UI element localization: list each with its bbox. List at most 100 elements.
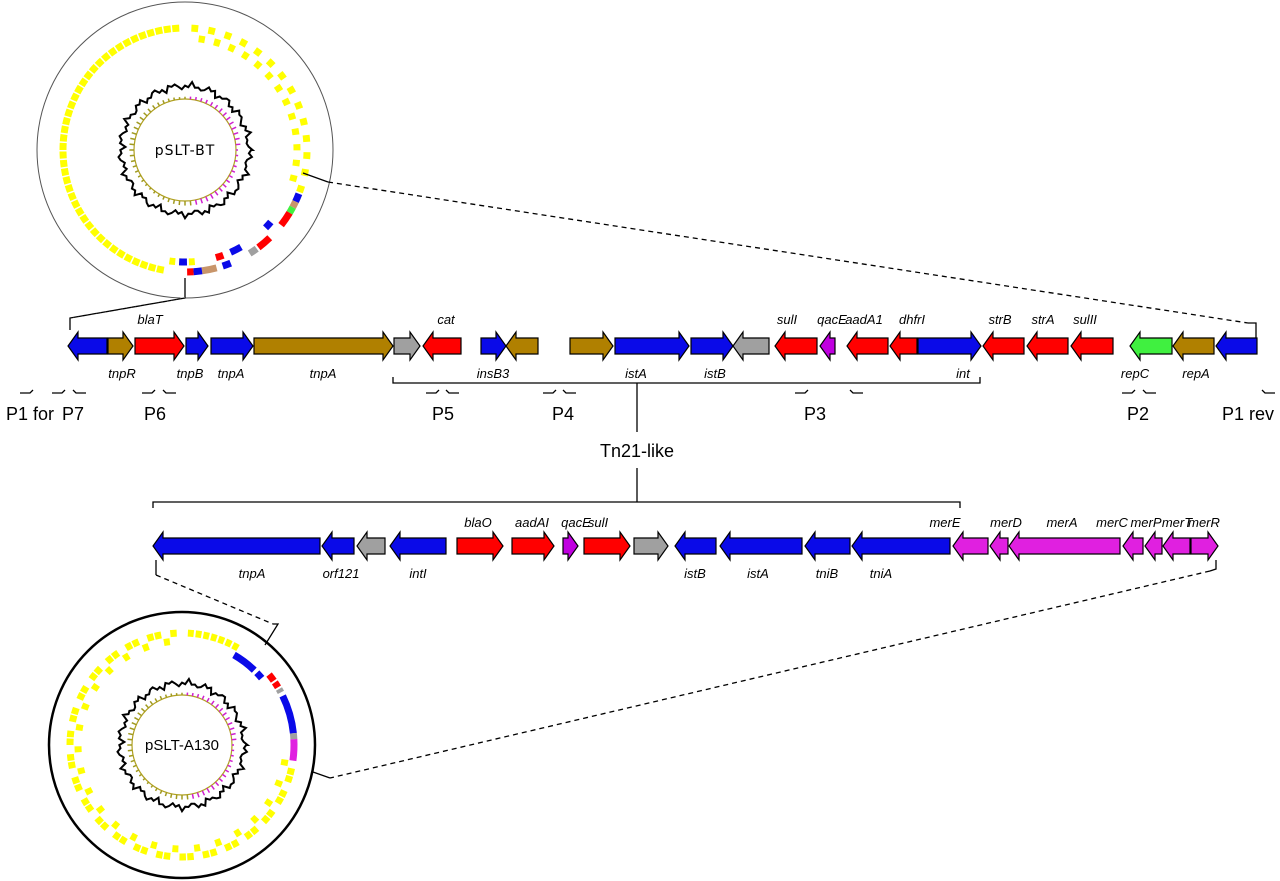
gc-tick [191, 793, 195, 799]
gc-tick [137, 174, 142, 178]
gene-arrow-istB[interactable] [674, 530, 717, 562]
plasmid-feature-block [140, 846, 149, 855]
gene-arrow-merA[interactable] [1008, 530, 1121, 562]
gc-tick [159, 695, 163, 700]
gene-arrow-aadA1[interactable] [846, 330, 889, 362]
gene-arrow-istB[interactable] [690, 330, 734, 362]
gc-tick [224, 716, 231, 721]
plasmid-feature-block [169, 629, 177, 638]
gene-arrow-unlabeled[interactable] [1215, 330, 1258, 362]
gene-arrow-tniB[interactable] [804, 530, 851, 562]
gene-arrow-tnpA[interactable] [152, 530, 321, 562]
plasmid-feature-block [114, 42, 125, 52]
gc-tick [222, 183, 227, 188]
gene-arrow-tnpR[interactable] [107, 330, 134, 362]
gene-arrow-unlabeled[interactable] [67, 330, 108, 362]
gene-arrow-strA[interactable] [1026, 330, 1069, 362]
gene-arrow-blaO[interactable] [456, 530, 504, 562]
plasmid-feature-block [168, 257, 176, 266]
plasmid-feature-block [250, 814, 260, 825]
gc-tick [173, 97, 176, 101]
gene-arrow-unlabeled[interactable] [393, 330, 421, 362]
plasmid-feature-block [193, 843, 201, 852]
gene-arrow-qacE[interactable] [562, 530, 579, 562]
gene-arrow-sulI[interactable] [583, 530, 631, 562]
plasmid-feature-block [124, 641, 134, 652]
gene-arrow-istA[interactable] [719, 530, 803, 562]
gene-arrow-intI[interactable] [389, 530, 447, 562]
plasmid-feature-block [80, 702, 90, 711]
plasmid-feature-block [223, 842, 233, 852]
gc-tick [209, 193, 214, 199]
gene-arrow-tnpB[interactable] [185, 330, 209, 362]
gc-tick [191, 692, 194, 697]
plasmid-feature-block [221, 259, 233, 270]
plasmid-feature-block [94, 57, 105, 68]
plasmid-feature-block [146, 28, 155, 38]
gene-arrow-unlabeled[interactable] [356, 530, 386, 562]
gc-tick [229, 759, 233, 763]
gene-arrow-tniA[interactable] [851, 530, 951, 562]
gene-arrow-repC[interactable] [1129, 330, 1173, 362]
plasmid-feature-block [75, 723, 84, 732]
gene-label: qacE [817, 312, 847, 327]
plasmid-feature-block [88, 63, 99, 74]
gc-tick [225, 179, 231, 184]
gene-arrow-unlabeled[interactable] [732, 330, 770, 362]
gene-arrow-aadAI[interactable] [511, 530, 555, 562]
gene-arrow-unlabeled[interactable] [633, 530, 669, 562]
primer-p2: P2 [1122, 389, 1156, 424]
gene-arrow-merC[interactable] [1122, 530, 1144, 562]
plasmid-feature-block [292, 159, 301, 167]
gc-tick [234, 159, 238, 162]
gene-arrow-sulII[interactable] [1070, 330, 1114, 362]
plasmid-feature-block [59, 142, 67, 150]
primer-p3: P3 [795, 389, 863, 424]
plasmid-feature-block [76, 692, 86, 701]
gene-arrow-orf121[interactable] [321, 530, 355, 562]
gene-arrow-merD[interactable] [989, 530, 1009, 562]
gc-tick [133, 126, 139, 130]
plasmid-feature-block [70, 199, 81, 209]
gene-arrow-blaT[interactable] [134, 330, 185, 362]
gene-arrow-istA[interactable] [614, 330, 690, 362]
gene-arrow-qacE[interactable] [819, 330, 836, 362]
gene-arrow-merP[interactable] [1144, 530, 1163, 562]
gene-label: istA [747, 566, 769, 581]
primer-label: P4 [552, 404, 574, 424]
plasmid-feature-block [83, 70, 94, 81]
plasmid-feature-block [202, 631, 210, 640]
gene-arrow-strB[interactable] [982, 330, 1025, 362]
primer-label: P1 rev [1222, 404, 1274, 424]
plasmid-feature-block [112, 831, 122, 841]
gene-arrow-dhfrI[interactable] [889, 330, 918, 362]
plasmid-feature-block [299, 117, 308, 126]
gene-arrow-merE[interactable] [952, 530, 989, 562]
gc-tick [231, 170, 236, 173]
plasmid-feature-block [69, 714, 78, 723]
gene-arrow-insB3[interactable] [505, 330, 539, 362]
gene-arrow-tnpA[interactable] [210, 330, 254, 362]
primer-p4: P4 [543, 389, 576, 424]
gc-tick [218, 707, 224, 713]
primer-label: P1 for [6, 404, 54, 424]
gene-arrow-repA[interactable] [1172, 330, 1215, 362]
plasmid-feature-block [217, 635, 226, 645]
gene-arrow-cat[interactable] [422, 330, 462, 362]
gene-arrow-int[interactable] [917, 330, 982, 362]
gene-arrow-unlabeled[interactable] [480, 330, 507, 362]
gc-tick [210, 785, 215, 790]
gene-label: aadAI [515, 515, 549, 530]
gene-arrow-unlabeled[interactable] [569, 330, 614, 362]
plasmid-feature-block [139, 260, 149, 270]
gene-arrow-tnpA[interactable] [253, 330, 394, 362]
plasmid-feature-block [146, 633, 155, 642]
gene-arrow-merR[interactable] [1190, 530, 1219, 562]
plasmid-feature-block [156, 265, 165, 274]
gc-tick [162, 196, 165, 200]
gene-arrow-merT[interactable] [1162, 530, 1191, 562]
gene-arrow-sulI[interactable] [774, 330, 818, 362]
plasmid-feature-block [129, 832, 138, 842]
primer-forward-icon [52, 389, 66, 394]
